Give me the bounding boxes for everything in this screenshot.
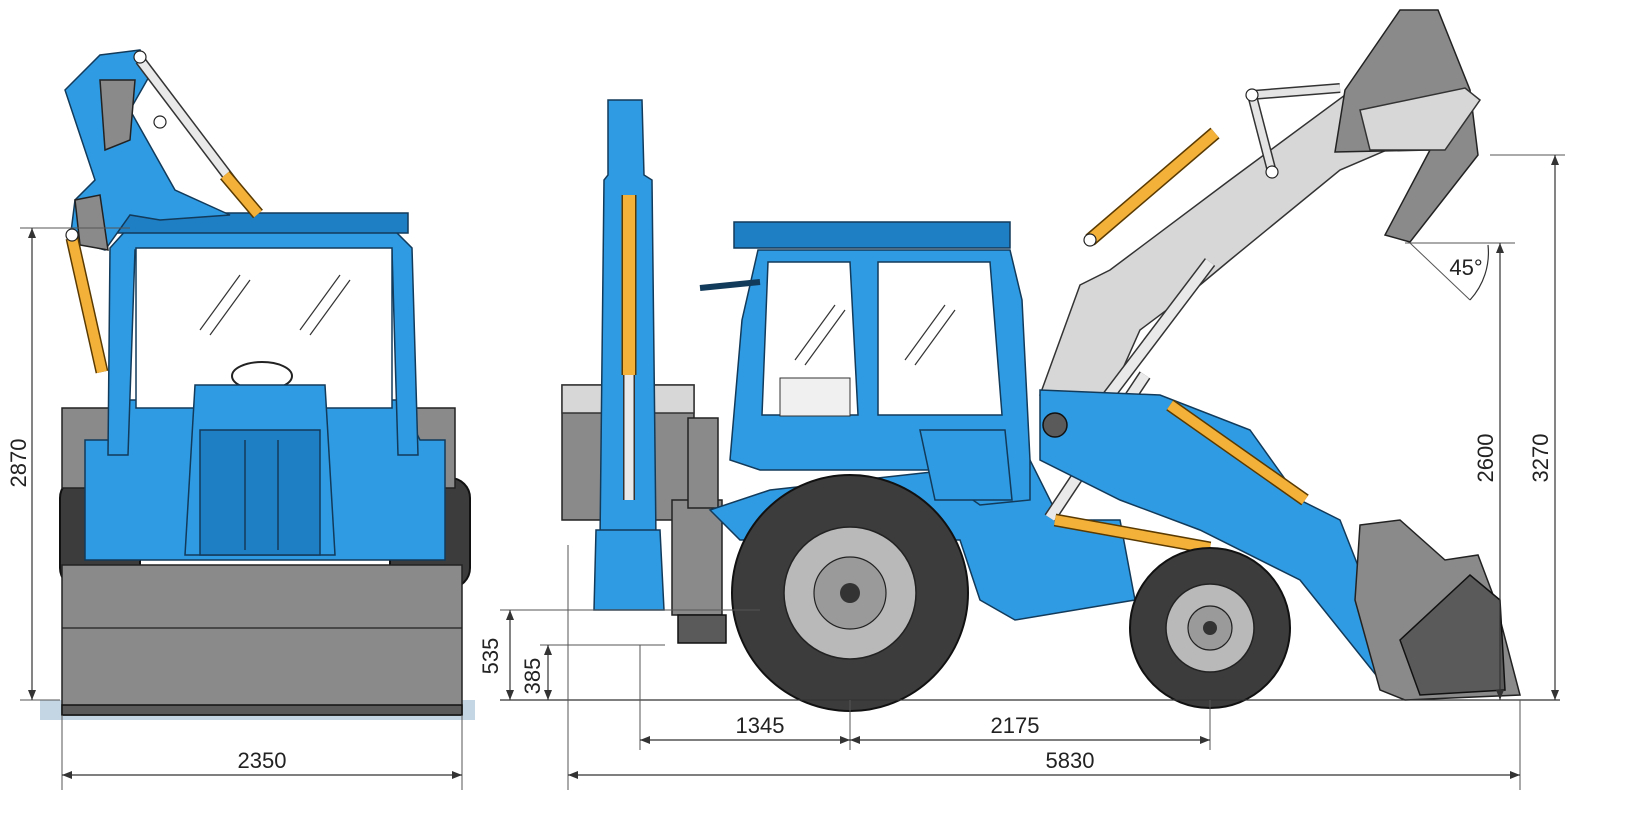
side-window-door <box>877 261 1003 416</box>
dimension-labels: 2870 2350 535 385 1345 2175 5830 2600 32… <box>6 255 1553 773</box>
dim-wheelbase: 2175 <box>991 713 1040 738</box>
side-swing-frame <box>593 529 665 611</box>
rear-stabiliser <box>671 499 723 616</box>
dim-front-width: 2350 <box>238 748 287 773</box>
dim-bucket-pin-height: 2600 <box>1473 434 1498 483</box>
front-side-cylinder <box>67 236 107 374</box>
dim-ground-clearance-hitch: 385 <box>520 658 545 695</box>
front-arm-plate <box>99 79 136 152</box>
dim-overall-length: 5830 <box>1046 748 1095 773</box>
tilt-link <box>1251 84 1341 99</box>
front-view <box>40 49 475 720</box>
side-cab-roof <box>733 221 1011 249</box>
lift-cylinder-lower <box>1054 515 1211 553</box>
dim-front-height: 2870 <box>6 439 31 488</box>
tilt-cylinder-lower <box>1167 400 1308 505</box>
tilt-cylinder-upper <box>1086 128 1219 245</box>
dim-dump-angle: 45° <box>1449 255 1482 280</box>
front-grille <box>199 429 321 556</box>
stabiliser-foot <box>677 614 727 644</box>
dim-max-bucket-height: 3270 <box>1528 434 1553 483</box>
dim-ground-clearance-rear: 535 <box>478 638 503 675</box>
front-arm-plate-lower <box>74 194 109 251</box>
front-loader-bucket <box>61 564 463 716</box>
side-view <box>500 9 1560 712</box>
dimension-lines <box>20 154 1565 790</box>
dim-rear-overhang: 1345 <box>736 713 785 738</box>
front-windscreen <box>135 247 393 409</box>
operator-seat <box>779 377 851 417</box>
